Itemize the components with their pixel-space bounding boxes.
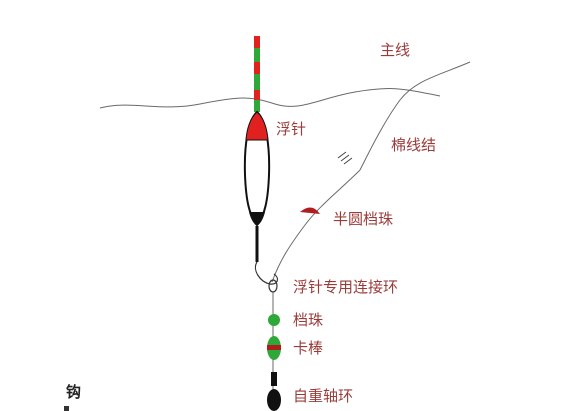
connector-ring-loop: [268, 279, 278, 293]
float-body-black-tip: [249, 212, 265, 226]
label-stop-bead: 档珠: [293, 311, 324, 329]
float-antenna-red-2: [254, 90, 260, 100]
label-clamp-rod: 卡棒: [293, 339, 324, 357]
half-bead-shape: [300, 207, 320, 214]
self-weight-weight: [267, 389, 281, 411]
cotton-line: [271, 169, 361, 283]
float-body-red-cap: [245, 111, 269, 141]
label-float: 浮针: [276, 120, 307, 138]
hook-mark: [64, 406, 69, 411]
label-main-line: 主线: [380, 41, 411, 59]
float-antenna-green-3: [254, 100, 260, 112]
float-antenna-green-2: [254, 74, 260, 90]
main-line: [359, 61, 471, 171]
label-connector-ring: 浮针专用连接环: [293, 278, 399, 296]
cotton-knot-mark: [337, 151, 353, 165]
float-antenna-green-1: [254, 48, 260, 62]
stop-bead-shape: [268, 314, 280, 326]
self-weight-ring-shape: [271, 372, 277, 386]
clamp-rod-band: [267, 345, 281, 350]
water-surface-line: [99, 88, 441, 109]
label-half-bead: 半圆档珠: [333, 210, 394, 228]
float-antenna-red-1: [254, 62, 260, 74]
connector-ring: [254, 261, 279, 285]
label-self-weight-ring: 自重轴环: [293, 387, 354, 405]
label-hook: 钩: [66, 383, 82, 401]
float-antenna-top: [254, 36, 260, 48]
label-cotton-knot: 棉线结: [391, 136, 437, 154]
